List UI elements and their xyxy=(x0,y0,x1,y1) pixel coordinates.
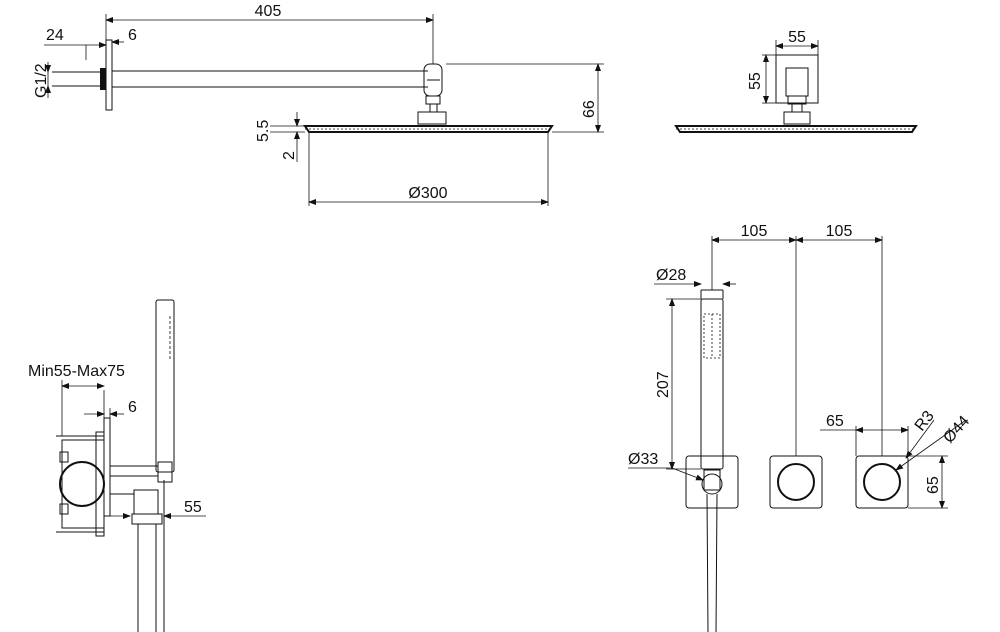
dim-handle-length: 207 xyxy=(655,371,672,398)
dim-spacing-right: 105 xyxy=(826,223,853,240)
dim-block-height: 55 xyxy=(747,72,764,90)
dim-spacing-left: 105 xyxy=(741,223,768,240)
dim-head-thickness: 5.5 xyxy=(255,120,272,142)
dim-plate-height: 65 xyxy=(925,476,942,494)
dim-arm-length: 405 xyxy=(255,3,282,20)
nozzle-grid-icon xyxy=(703,313,721,359)
dim-handle-diameter: Ø28 xyxy=(656,267,686,284)
dim-thread: G1/2 xyxy=(33,63,50,98)
dim-cover-thickness: 6 xyxy=(128,399,137,416)
dim-plate-width: 65 xyxy=(826,413,844,430)
shower-head-front-view: 55 55 xyxy=(674,29,918,133)
dim-wall-plate: 24 xyxy=(46,27,64,44)
dim-knob-diameter: Ø44 xyxy=(940,413,973,447)
dim-plate-thickness: 6 xyxy=(128,27,137,44)
dim-outlet-diameter: Ø33 xyxy=(628,451,658,468)
dim-block-width: 55 xyxy=(788,29,806,46)
dim-corner-radius: R3 xyxy=(912,408,938,435)
dim-head-diameter: Ø300 xyxy=(408,185,447,202)
dim-drop: 66 xyxy=(581,100,598,118)
mixer-side-view: Min55-Max75 6 55 xyxy=(28,299,206,632)
mixer-front-view: 105 105 Ø28 207 Ø33 65 R3 Ø44 65 xyxy=(628,223,973,632)
dim-outlet: 55 xyxy=(184,499,202,516)
shower-head-side-view: 405 24 6 G1/2 5.5 2 66 Ø300 xyxy=(33,3,604,206)
dim-wall-depth: Min55-Max75 xyxy=(28,363,125,380)
dim-edge: 2 xyxy=(281,151,298,160)
